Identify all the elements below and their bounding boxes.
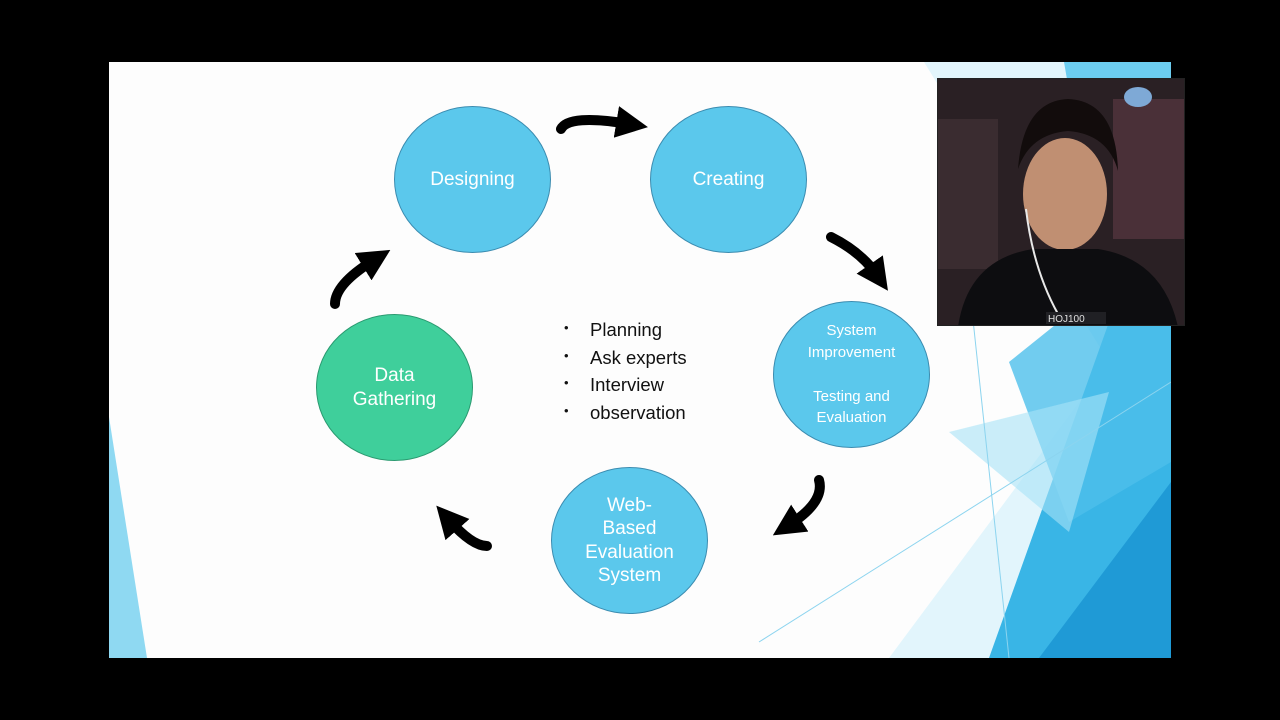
- node-system-improvement-testing: System Improvement Testing and Evaluatio…: [773, 301, 930, 448]
- webcam-person-image: HOJ100: [938, 79, 1184, 325]
- webcam-shirt-text: HOJ100: [1048, 314, 1085, 325]
- node-designing-label: Designing: [430, 168, 515, 190]
- node-creating: Creating: [650, 106, 807, 253]
- node-designing: Designing: [394, 106, 551, 253]
- bullet-item: Planning: [564, 314, 687, 344]
- bullet-item: Interview: [564, 369, 687, 399]
- bullet-list: Planning Ask experts Interview observati…: [564, 314, 687, 427]
- node-creating-label: Creating: [692, 168, 765, 190]
- node-web-based-line-1: Web-: [606, 495, 653, 517]
- cycle-arrows: [330, 106, 888, 551]
- node-web-based-line-3: Evaluation: [585, 541, 674, 563]
- arrow-creating-to-testing: [826, 232, 888, 291]
- node-testing-evaluation-label: Testing and Evaluation: [813, 387, 890, 427]
- node-web-based-line-2: Based: [602, 518, 657, 540]
- node-system-improvement-label: System Improvement: [807, 322, 896, 361]
- bullet-item: observation: [564, 397, 687, 427]
- arrow-designing-to-creating: [556, 106, 648, 138]
- webcam-overlay: HOJ100: [937, 78, 1185, 326]
- node-data-gathering-line-2: Gathering: [352, 388, 437, 410]
- bullet-item: Ask experts: [564, 342, 687, 372]
- arrow-web-to-datagathering: [436, 505, 492, 551]
- arrow-testing-to-web: [772, 475, 825, 536]
- node-web-based-line-4: System: [597, 564, 662, 586]
- arrow-datagathering-to-designing: [330, 249, 391, 309]
- node-web-based-evaluation-system: Web- Based Evaluation System: [551, 467, 708, 614]
- node-data-gathering: Data Gathering: [316, 314, 473, 461]
- node-data-gathering-line-1: Data: [374, 365, 415, 387]
